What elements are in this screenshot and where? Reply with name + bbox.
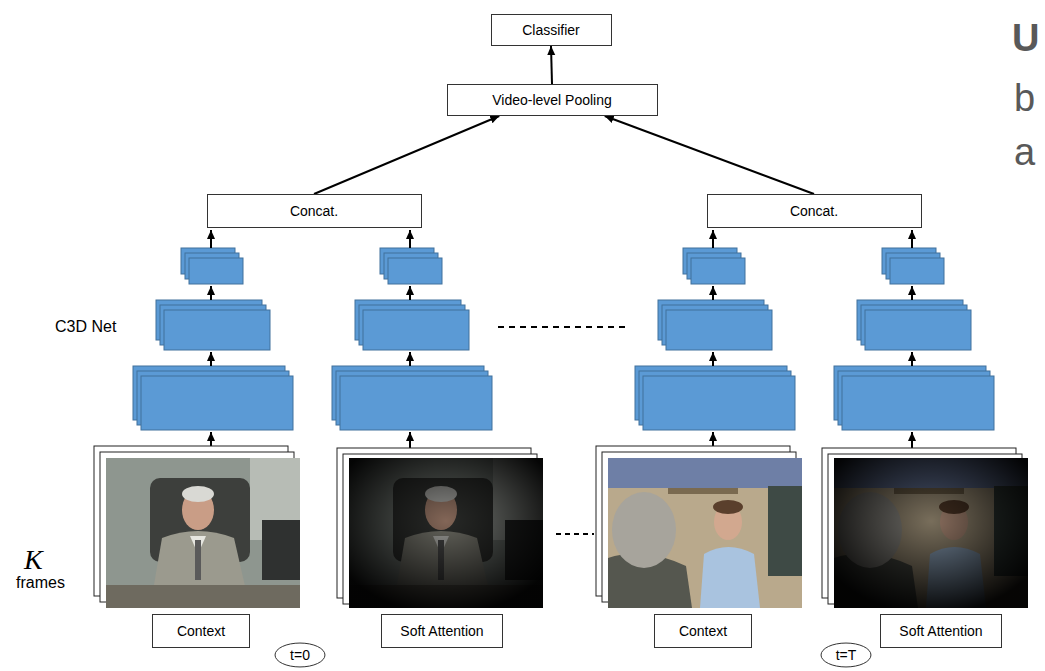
variable-label: K xyxy=(24,545,43,576)
frame-stack xyxy=(337,448,543,608)
input-label-box: Context xyxy=(654,614,752,648)
classifier-box: Classifier xyxy=(491,14,612,46)
node-text: t=0 xyxy=(290,647,310,664)
frame-stack xyxy=(94,446,300,608)
frame-stack xyxy=(822,448,1028,608)
time-ellipse: t=T xyxy=(820,642,872,668)
node-text: Video-level Pooling xyxy=(492,92,612,109)
network-label: C3D Net xyxy=(55,318,116,336)
time-ellipse: t=0 xyxy=(274,642,326,668)
c3d-stack xyxy=(332,230,492,452)
node-text: Context xyxy=(177,623,225,640)
node-text: Concat. xyxy=(790,203,838,220)
c3d-stack xyxy=(635,230,795,452)
cut-heading-letter: a xyxy=(1014,132,1035,174)
node-text: Context xyxy=(679,623,727,640)
ellipsis-dash xyxy=(556,533,594,535)
frame-stack xyxy=(596,446,802,608)
cut-heading-letter: U xyxy=(1012,18,1039,60)
concat-box: Concat. xyxy=(707,194,922,228)
c3d-stack xyxy=(133,230,293,452)
node-text: t=T xyxy=(836,647,857,664)
node-text: Classifier xyxy=(522,22,580,39)
pooling-box: Video-level Pooling xyxy=(447,84,658,116)
c3d-stack xyxy=(834,230,994,452)
input-label-box: Context xyxy=(152,614,250,648)
cut-heading-letter: b xyxy=(1014,78,1035,120)
node-text: Concat. xyxy=(290,203,338,220)
input-label-box: Soft Attention xyxy=(381,614,503,648)
node-text: Soft Attention xyxy=(899,623,982,640)
input-label-box: Soft Attention xyxy=(880,614,1002,648)
concat-box: Concat. xyxy=(207,194,422,228)
ellipsis-dash xyxy=(498,326,625,328)
flow-arrow xyxy=(314,116,499,194)
flow-arrow xyxy=(605,116,814,194)
axis-label: frames xyxy=(16,574,65,592)
flow-arrow xyxy=(551,46,552,84)
node-text: Soft Attention xyxy=(400,623,483,640)
